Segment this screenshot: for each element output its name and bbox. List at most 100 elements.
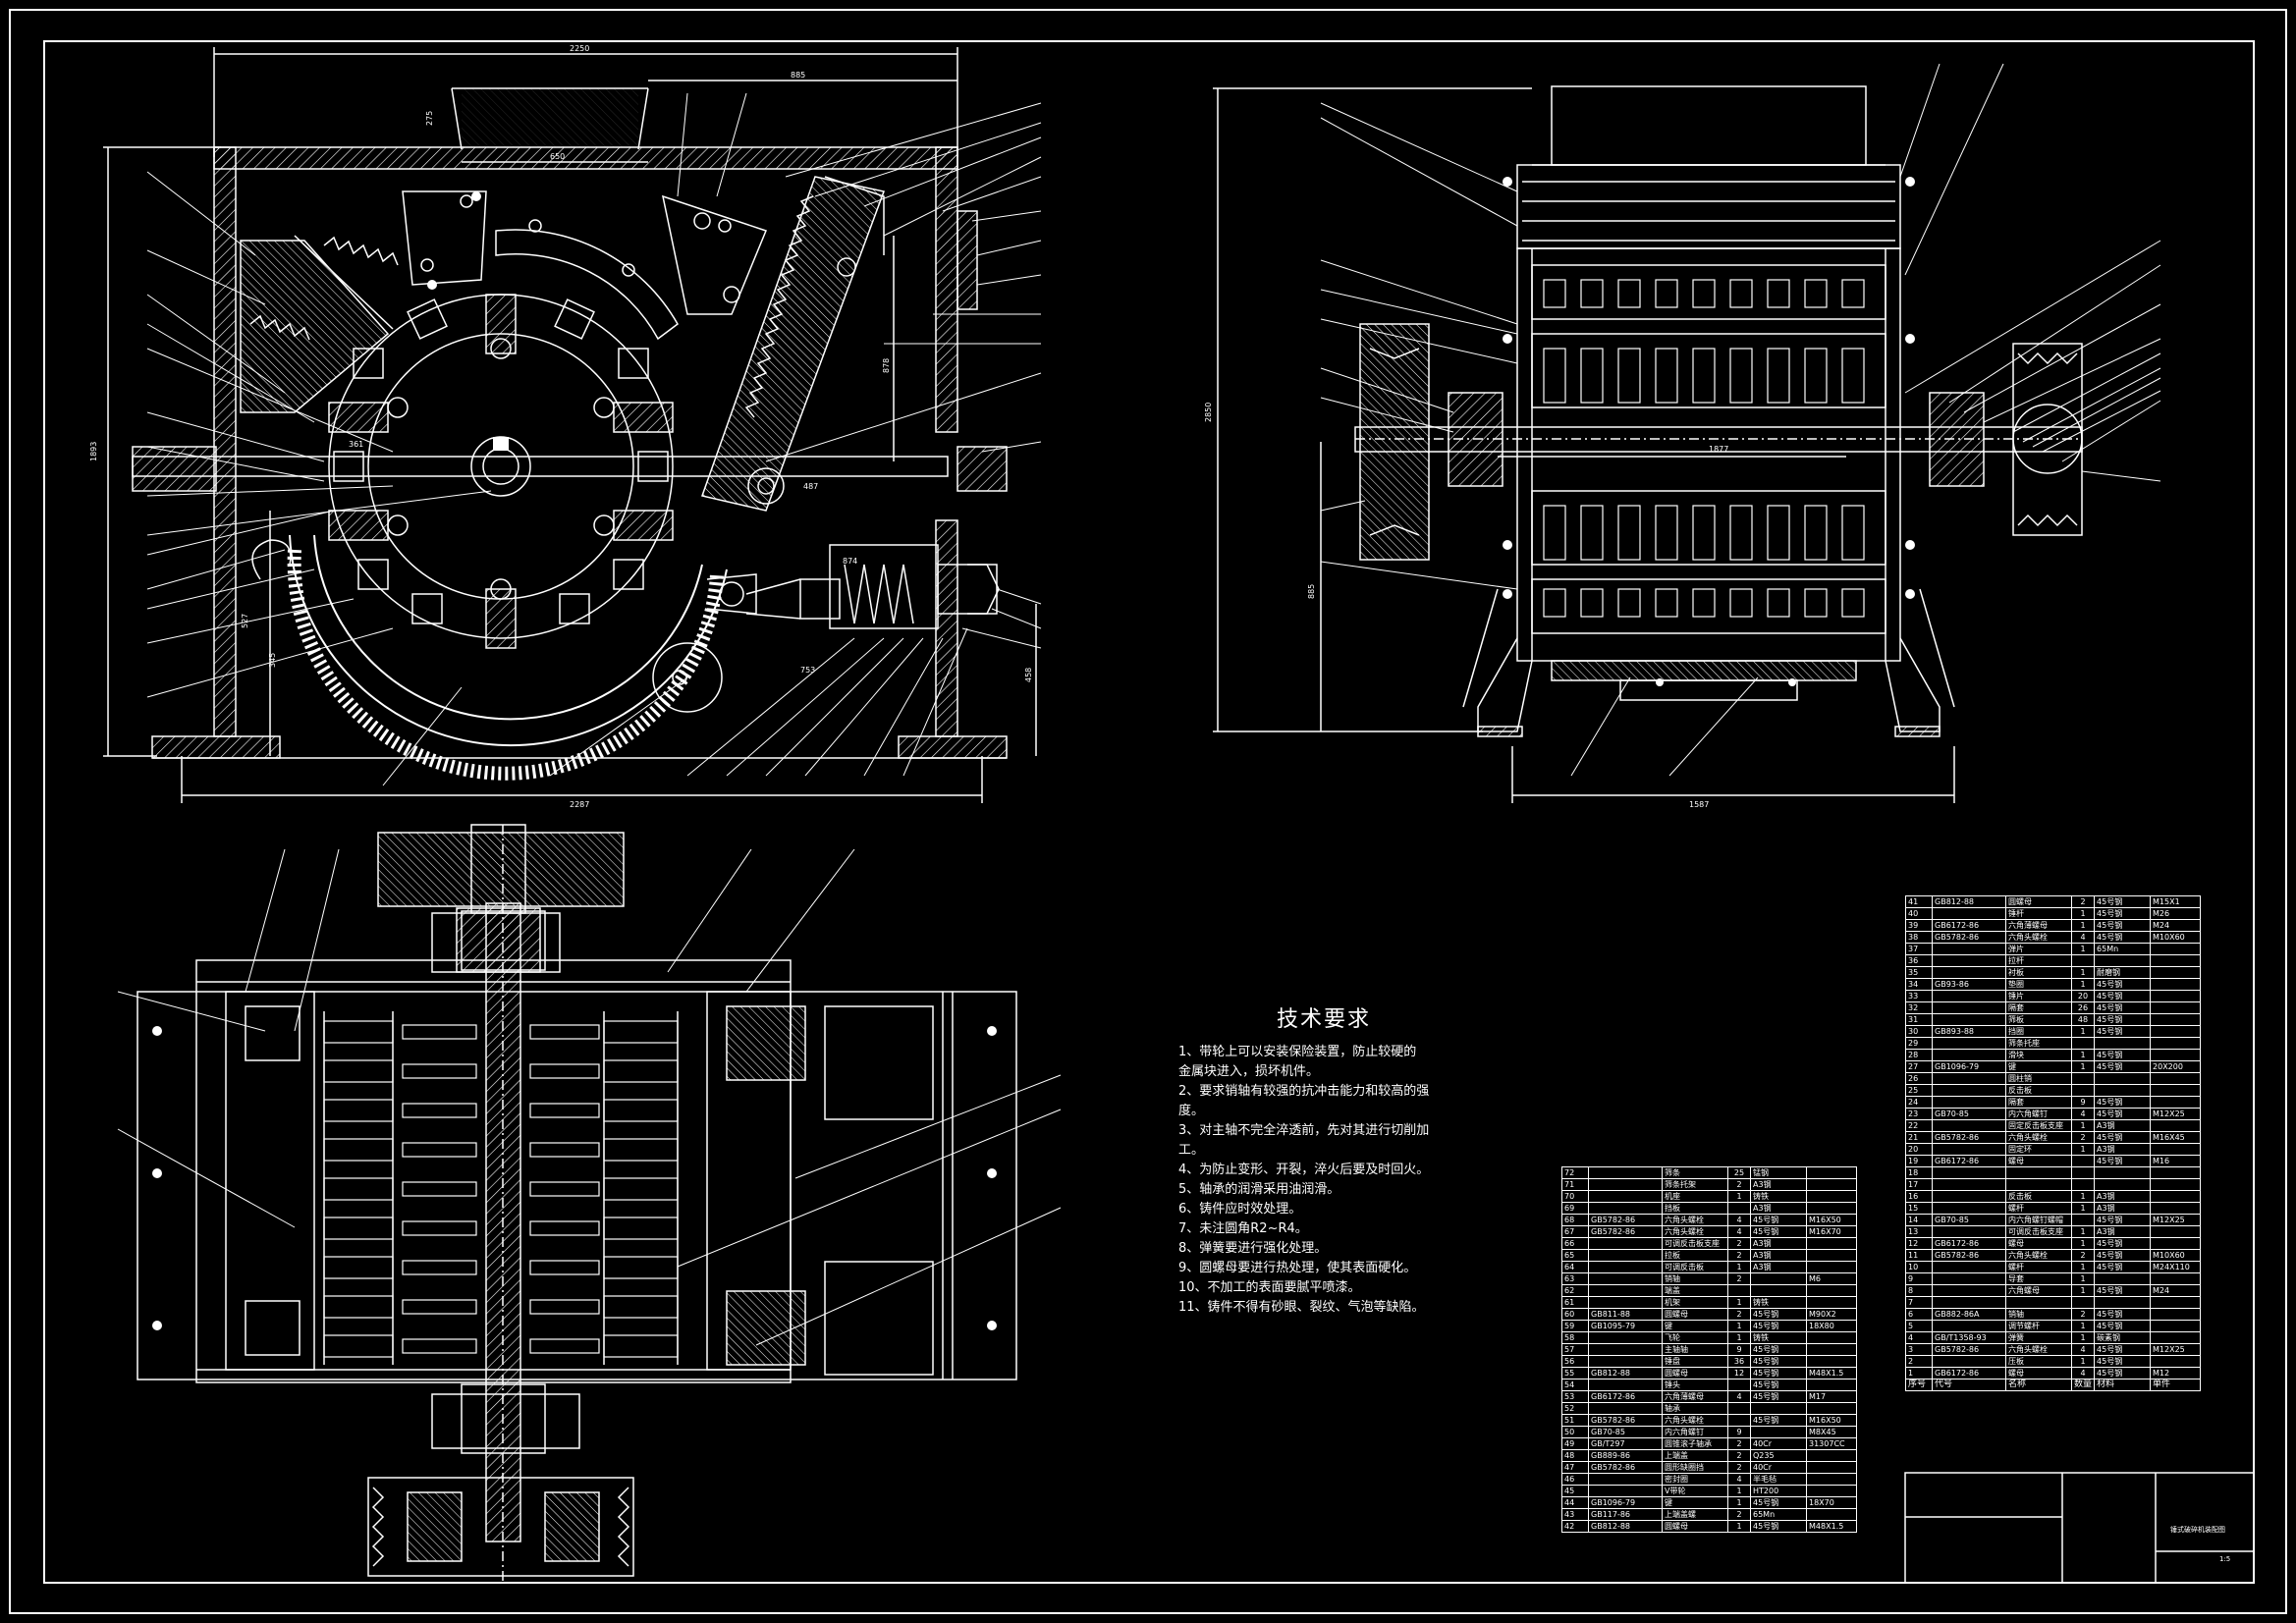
- parts-cell-mat: 45号钢: [2094, 1237, 2152, 1250]
- parts-cell-mat: 45号钢: [1750, 1320, 1807, 1332]
- parts-cell-no: 14: [1905, 1214, 1933, 1226]
- parts-cell-rem: M12X25: [2150, 1108, 2202, 1120]
- parts-cell-code: GB5782-86: [1588, 1414, 1663, 1427]
- plan-hammer-disc: [402, 1181, 477, 1197]
- parts-cell-no: 9: [1905, 1272, 1933, 1285]
- parts-cell-qty: 1: [2070, 1143, 2096, 1156]
- parts-cell-code: GB6172-86: [1932, 1367, 2006, 1380]
- parts-cell-rem: [2150, 990, 2202, 1002]
- parts-cell-code: GB6172-86: [1588, 1390, 1663, 1403]
- parts-cell-code: GB5782-86: [1588, 1225, 1663, 1238]
- parts-cell-qty: 1: [2070, 1284, 2096, 1297]
- parts-cell-code: [1588, 1190, 1663, 1203]
- plan-hammer-disc: [402, 1260, 477, 1275]
- parts-cell-rem: 18X80: [1806, 1320, 1857, 1332]
- parts-cell-mat: 45号钢: [2094, 1261, 2152, 1273]
- parts-cell-no: 44: [1561, 1496, 1589, 1509]
- parts-cell-qty: 2: [2070, 1131, 2096, 1144]
- parts-cell-name: 反击板: [2005, 1190, 2072, 1203]
- side-hammer-bar: [1804, 505, 1828, 561]
- dim-radius: 361: [349, 440, 363, 449]
- parts-cell-no: 27: [1905, 1060, 1933, 1073]
- parts-cell-qty: 26: [2070, 1001, 2096, 1014]
- side-hammer-bar: [1841, 505, 1865, 561]
- parts-cell-mat: [1750, 1272, 1807, 1285]
- parts-cell-no: 42: [1561, 1520, 1589, 1533]
- parts-cell-mat: [2094, 1178, 2152, 1191]
- parts-cell-qty: [2070, 1296, 2096, 1309]
- plan-hammer-bar: [323, 1059, 394, 1083]
- side-view-leaders: [1320, 63, 2161, 777]
- parts-cell-no: 17: [1905, 1178, 1933, 1191]
- parts-cell-code: [1932, 943, 2006, 955]
- parts-cell-name: 内六角螺钉: [2005, 1108, 2072, 1120]
- parts-cell-mat: 45号钢: [1750, 1367, 1807, 1380]
- side-hammer-bar: [1729, 505, 1753, 561]
- parts-cell-code: [1588, 1402, 1663, 1415]
- parts-cell-no: 26: [1905, 1072, 1933, 1085]
- parts-cell-name: 衬板: [2005, 966, 2072, 979]
- parts-cell-code: [1932, 1049, 2006, 1061]
- parts-cell-rem: [1806, 1190, 1857, 1203]
- parts-cell-mat: 碳素钢: [2094, 1331, 2152, 1344]
- parts-cell-name: 键: [2005, 1060, 2072, 1073]
- parts-cell-no: 13: [1905, 1225, 1933, 1238]
- parts-cell-code: GB/T1358-93: [1932, 1331, 2006, 1344]
- side-hammer-bar: [1543, 588, 1566, 618]
- parts-cell-qty: [2070, 1155, 2096, 1167]
- side-hammer-bar: [1692, 588, 1716, 618]
- parts-cell-mat: 45号钢: [2094, 1284, 2152, 1297]
- parts-cell-mat: 40Cr: [1750, 1461, 1807, 1474]
- parts-cell-code: [1932, 1296, 2006, 1309]
- parts-cell-code: [1932, 966, 2006, 979]
- parts-cell-no: 12: [1905, 1237, 1933, 1250]
- parts-cell-qty: 4: [1727, 1214, 1751, 1226]
- parts-cell-no: 22: [1905, 1119, 1933, 1132]
- parts-cell-rem: 20X200: [2150, 1060, 2202, 1073]
- plan-hammer-disc: [529, 1103, 600, 1118]
- plan-hammer-disc: [529, 1063, 600, 1079]
- side-view-dimensions: 1587 2850 1877 885: [1204, 403, 1728, 809]
- parts-cell-qty: [2070, 954, 2096, 967]
- parts-cell-name: 拉板: [1662, 1249, 1728, 1262]
- technical-requirements-list: 1、带轮上可以安装保险装置，防止较硬的金属块进入，损坏机件。2、要求销轴有较强的…: [1178, 1043, 1512, 1318]
- parts-cell-rem: M12X25: [2150, 1214, 2202, 1226]
- parts-cell-no: 6: [1905, 1308, 1933, 1321]
- dim-gap: 487: [803, 482, 818, 491]
- side-hammer-bar: [1692, 279, 1716, 308]
- parts-cell-no: 54: [1561, 1379, 1589, 1391]
- parts-cell-rem: [2150, 954, 2202, 967]
- parts-cell-code: [1588, 1261, 1663, 1273]
- parts-cell-mat: [2094, 1037, 2152, 1050]
- parts-cell-no: 63: [1561, 1272, 1589, 1285]
- outer-border: [9, 9, 2287, 1614]
- parts-header-qty: 数量: [2070, 1379, 2096, 1391]
- parts-cell-rem: M26: [2150, 907, 2202, 920]
- parts-cell-mat: 45号钢: [2094, 1025, 2152, 1038]
- parts-cell-code: [1588, 1272, 1663, 1285]
- parts-cell-code: [1588, 1485, 1663, 1497]
- parts-cell-mat: [2094, 1084, 2152, 1097]
- parts-cell-no: 52: [1561, 1402, 1589, 1415]
- parts-cell-mat: 45号钢: [1750, 1355, 1807, 1368]
- parts-cell-rem: [1806, 1485, 1857, 1497]
- bolt-markers: [152, 177, 1915, 1330]
- technical-requirements: 技术要求 1、带轮上可以安装保险装置，防止较硬的金属块进入，损坏机件。2、要求销…: [1178, 1001, 1512, 1318]
- title-block-scale: 1:5: [2219, 1555, 2230, 1563]
- parts-cell-mat: 铸铁: [1750, 1190, 1807, 1203]
- parts-cell-mat: 45号钢: [1750, 1390, 1807, 1403]
- parts-cell-no: 23: [1905, 1108, 1933, 1120]
